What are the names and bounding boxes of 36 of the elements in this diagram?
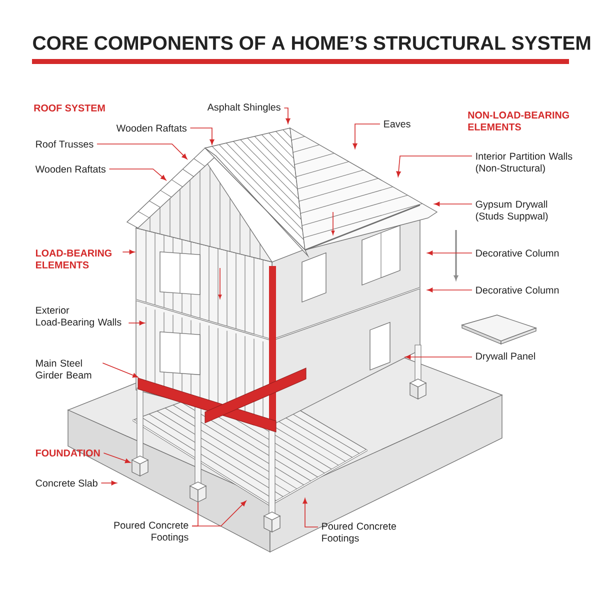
- leader-line: [102, 362, 138, 378]
- callout-label: Asphalt Shingles: [207, 103, 280, 113]
- leader-line: [405, 354, 472, 360]
- leader-line: [103, 452, 131, 464]
- leader-line: [100, 480, 117, 486]
- leader-line: [302, 498, 318, 528]
- callout-label: Poured Concrete Footings: [114, 521, 188, 543]
- callout-label: Roof Trusses: [36, 140, 94, 148]
- callout-label: Decorative Column: [476, 286, 559, 294]
- callout-label: Eaves: [384, 120, 410, 128]
- callout-label: Gypsum Drywall (Studs Suppwal): [476, 200, 548, 222]
- leader-line: [192, 500, 246, 526]
- leader-line: [396, 156, 472, 177]
- callout-label: Interior Partition Walls (Non-Structural): [476, 152, 572, 174]
- callout-label: Exterior Load-Bearing Walls: [36, 306, 122, 328]
- section-heading: LOAD-BEARING ELEMENTS: [36, 250, 112, 268]
- leader-line: [108, 168, 166, 180]
- callout-label: Drywall Panel: [476, 352, 535, 362]
- callout-label: Wooden Raftats: [35, 165, 106, 173]
- callout-label: Concrete Slab: [36, 479, 98, 487]
- leader-line: [352, 124, 380, 149]
- callout-label: Poured Concrete Footings: [322, 522, 396, 544]
- callout-label: Main Steel Girder Beam: [36, 359, 92, 379]
- leader-line: [427, 250, 472, 256]
- leader-line: [128, 320, 145, 326]
- callout-label: Decorative Column: [476, 249, 559, 257]
- callout-label: Wooden Raftats: [116, 124, 187, 132]
- section-heading: NON-LOAD-BEARING ELEMENTS: [468, 112, 569, 130]
- leader-line: [190, 128, 214, 145]
- leader-line: [96, 144, 188, 160]
- leader-line: [122, 250, 135, 254]
- leader-line: [427, 288, 472, 292]
- leader-line: [434, 202, 472, 206]
- leader-line: [284, 108, 290, 124]
- title: CORE COMPONENTS OF A HOME’S STRUCTURAL SYSTEM: [33, 36, 590, 50]
- section-heading: ROOF SYSTEM: [34, 104, 105, 112]
